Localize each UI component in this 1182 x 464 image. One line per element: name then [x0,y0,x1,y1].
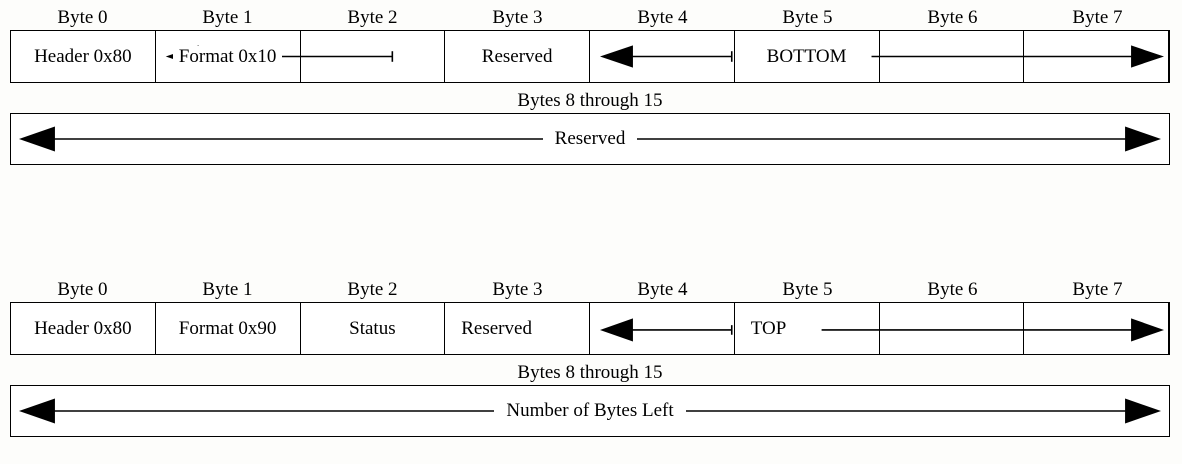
byte-cell-5: TOP [735,303,880,354]
wide-bar-label-2: Number of Bytes Left [494,400,686,422]
byte-cell-0-label: Header 0x80 [28,317,138,340]
right-arrowhead [1125,126,1162,152]
byte-row-1: Header 0x80 Format 0x10 Reserved BOTTOM [10,30,1170,83]
byte-cell-5-label: TOP [744,317,793,340]
byte-cell-0-label: Header 0x80 [28,45,138,68]
byte-header-7: Byte 7 [1072,279,1123,300]
byte-header-1: Byte 1 [202,279,253,300]
byte-header-5: Byte 5 [782,279,833,300]
byte-cell-4 [590,303,735,354]
byte-cell-7 [1024,303,1169,354]
left-arrowhead [18,398,55,424]
byte-cell-2-label: Status [343,317,402,340]
byte-header-6: Byte 6 [927,7,978,28]
byte-header-0: Byte 0 [57,7,108,28]
byte-header-2: Byte 2 [347,7,398,28]
wide-row-header-2: Bytes 8 through 15 [517,362,663,383]
byte-cell-4 [590,31,735,82]
byte-cell-0: Header 0x80 [11,31,156,82]
byte-cell-2: Status [301,303,446,354]
byte-cell-2 [301,31,446,82]
wide-byte-bar-2: Number of Bytes Left [10,385,1170,437]
byte-cell-0: Header 0x80 [11,303,156,354]
byte-header-3: Byte 3 [492,279,543,300]
wide-bar-label-1: Reserved [542,128,638,150]
byte-row-2: Header 0x80 Format 0x90 Status Reserved … [10,302,1170,355]
byte-header-2: Byte 2 [347,279,398,300]
byte-cell-3-label: Reserved [475,45,559,68]
byte-header-1: Byte 1 [202,7,253,28]
byte-cell-1: Format 0x90 [156,303,301,354]
byte-cell-6 [880,31,1025,82]
byte-header-6: Byte 6 [927,279,978,300]
byte-frame-diagram-2: Byte 0 Byte 1 Byte 2 Byte 3 Byte 4 Byte … [10,272,1170,437]
byte-header-4: Byte 4 [637,7,688,28]
right-arrowhead [1125,398,1162,424]
byte-header-strip-1: Byte 0 Byte 1 Byte 2 Byte 3 Byte 4 Byte … [10,0,1170,30]
byte-cell-3: Reserved [445,303,590,354]
byte-cell-5: BOTTOM [735,31,880,82]
byte-cell-3-label: Reserved [455,317,538,340]
byte-cell-7 [1024,31,1169,82]
byte-cell-1: Format 0x10 [156,31,301,82]
byte-header-5: Byte 5 [782,7,833,28]
byte-header-0: Byte 0 [57,279,108,300]
left-arrowhead [18,126,55,152]
wide-row-header-1: Bytes 8 through 15 [517,90,663,111]
byte-header-strip-2: Byte 0 Byte 1 Byte 2 Byte 3 Byte 4 Byte … [10,272,1170,302]
byte-cell-1-label: Format 0x90 [172,317,283,340]
wide-byte-bar-1: Reserved [10,113,1170,165]
byte-header-7: Byte 7 [1072,7,1123,28]
byte-header-3: Byte 3 [492,7,543,28]
byte-cell-5-label: BOTTOM [760,45,853,68]
byte-header-4: Byte 4 [637,279,688,300]
byte-frame-diagram-1: Byte 0 Byte 1 Byte 2 Byte 3 Byte 4 Byte … [10,0,1170,165]
byte-cell-1-label: Format 0x10 [172,45,283,68]
byte-cell-6 [880,303,1025,354]
byte-cell-3: Reserved [445,31,590,82]
